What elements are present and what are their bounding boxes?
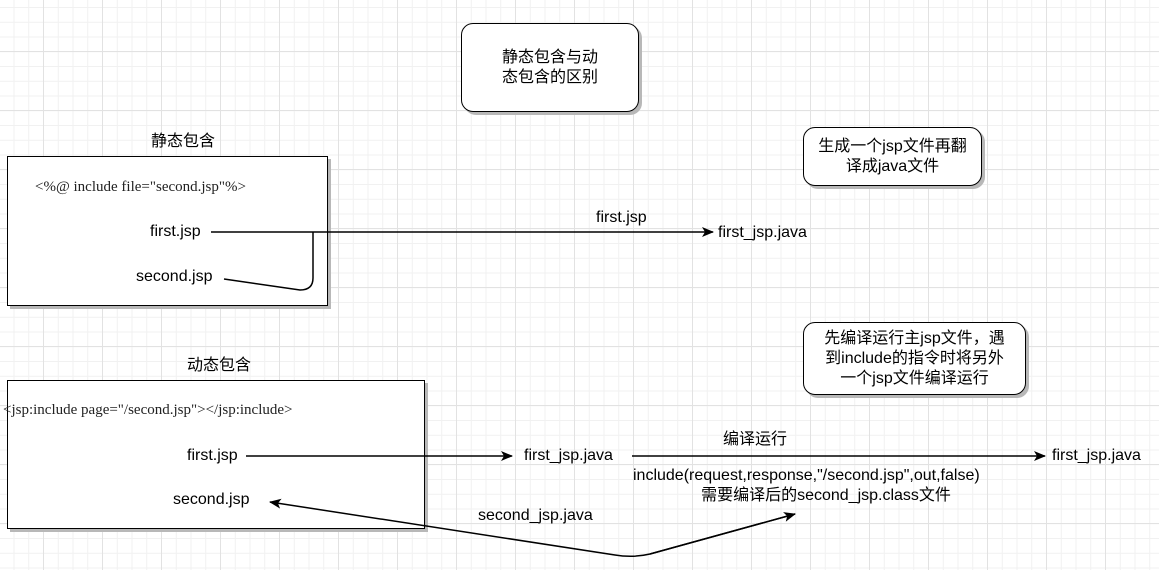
static-note-box[interactable]: 生成一个jsp文件再翻 译成java文件 — [803, 127, 982, 186]
dynamic-note-line-3: 一个jsp文件编译运行 — [840, 369, 989, 387]
dynamic-note-line-2: 到include的指令时将另外 — [825, 349, 1004, 367]
static-result-java[interactable]: first_jsp.java — [718, 224, 807, 241]
title-line-2: 态包含的区别 — [501, 68, 598, 86]
dynamic-note-box[interactable]: 先编译运行主jsp文件，遇 到include的指令时将另外 一个jsp文件编译运… — [803, 322, 1026, 395]
static-note-line-2: 译成java文件 — [845, 157, 940, 175]
dynamic-first-jsp[interactable]: first.jsp — [187, 447, 238, 464]
dynamic-include-directive: <jsp:include page="/second.jsp"></jsp:in… — [3, 402, 293, 418]
second-jsp-java-label: second_jsp.java — [478, 507, 593, 524]
dynamic-include-connector-head — [649, 512, 796, 555]
static-include-directive: <%@ include file="second.jsp"%> — [35, 179, 246, 195]
include-note-text: 需要编译后的second_jsp.class文件 — [701, 487, 951, 504]
include-call-text: include(request,response,"/second.jsp",o… — [633, 467, 980, 484]
title-box[interactable]: 静态包含与动 态包含的区别 — [461, 23, 639, 112]
compile-run-label: 编译运行 — [723, 431, 788, 448]
static-second-jsp[interactable]: second.jsp — [136, 268, 213, 285]
static-note-line-1: 生成一个jsp文件再翻 — [818, 137, 967, 155]
title-line-1: 静态包含与动 — [501, 48, 598, 66]
static-first-jsp[interactable]: first.jsp — [150, 223, 201, 240]
dynamic-note-line-1: 先编译运行主jsp文件，遇 — [824, 329, 1005, 347]
dynamic-second-jsp[interactable]: second.jsp — [173, 491, 250, 508]
dynamic-result-java[interactable]: first_jsp.java — [1052, 447, 1141, 464]
dynamic-include-heading: 动态包含 — [186, 357, 252, 374]
static-include-heading: 静态包含 — [150, 133, 216, 150]
static-arrow-label: first.jsp — [596, 209, 647, 226]
dynamic-intermediate-java[interactable]: first_jsp.java — [524, 447, 613, 464]
